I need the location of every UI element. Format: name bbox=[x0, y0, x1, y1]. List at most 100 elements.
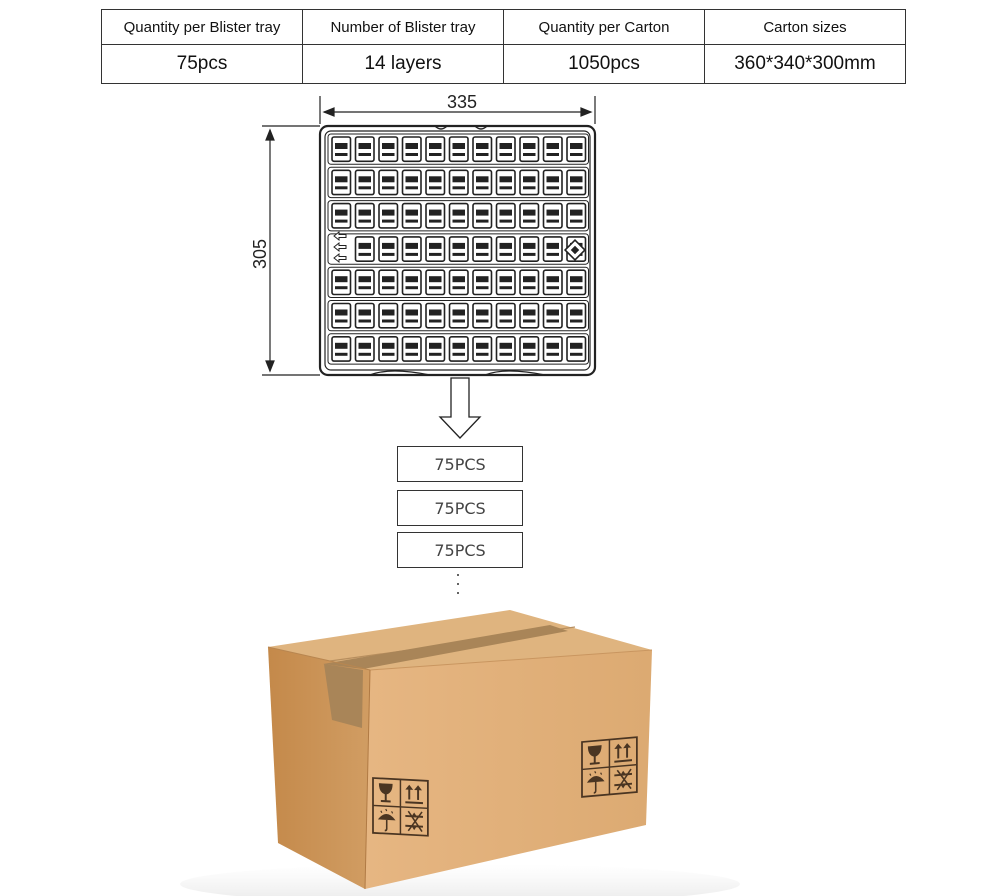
tray-cavity bbox=[448, 136, 469, 163]
tray-cavity bbox=[566, 202, 587, 229]
tray-cavity bbox=[495, 336, 516, 362]
tray-height-label: 305 bbox=[250, 239, 270, 269]
tray-cavity bbox=[354, 302, 375, 329]
tray-cavity bbox=[519, 336, 540, 362]
tray-cavity bbox=[425, 236, 446, 262]
packing-tape bbox=[323, 625, 568, 669]
value-quantity-per-tray: 75pcs bbox=[101, 44, 303, 84]
tray-cavity bbox=[495, 169, 516, 196]
tray-cavity bbox=[401, 136, 422, 163]
handling-symbols-front bbox=[372, 777, 429, 837]
tray-cavity bbox=[566, 302, 587, 329]
layer-label-box: 75PCS bbox=[397, 446, 523, 482]
keep-dry-umbrella-icon bbox=[377, 808, 396, 832]
tray-cavity bbox=[519, 302, 540, 329]
tray-cavity bbox=[519, 269, 540, 296]
tray-cavity bbox=[378, 302, 399, 329]
tray-cavity bbox=[331, 169, 352, 196]
tray-cavity bbox=[401, 302, 422, 329]
tray-cavity bbox=[495, 269, 516, 296]
packing-spec-table: Quantity per Blister tray Number of Blis… bbox=[101, 9, 906, 84]
tray-cavity bbox=[542, 136, 563, 163]
spec-table-value-row: 75pcs 14 layers 1050pcs 360*340*300mm bbox=[101, 44, 906, 84]
tray-cavity bbox=[448, 236, 469, 262]
tray-cavity bbox=[448, 336, 469, 362]
layer-label-box: 75PCS bbox=[397, 490, 523, 526]
tray-cavity bbox=[425, 302, 446, 329]
tray-cavity bbox=[425, 336, 446, 362]
value-number-of-trays: 14 layers bbox=[302, 44, 504, 84]
tray-cavity bbox=[519, 202, 540, 229]
tray-cavity bbox=[331, 302, 352, 329]
header-quantity-per-carton: Quantity per Carton bbox=[503, 9, 705, 45]
tray-cavity bbox=[354, 136, 375, 163]
tray-cavity bbox=[519, 169, 540, 196]
tray-cavity bbox=[401, 336, 422, 362]
tray-cavity bbox=[425, 269, 446, 296]
tray-cavity bbox=[425, 136, 446, 163]
this-way-up-icon bbox=[405, 784, 423, 805]
fragile-glass-icon bbox=[378, 783, 393, 803]
tray-cavity bbox=[378, 269, 399, 296]
tray-cavity bbox=[472, 269, 493, 296]
tray-cavity bbox=[425, 202, 446, 229]
fragile-glass-icon bbox=[587, 745, 602, 765]
tray-cavity bbox=[331, 136, 352, 163]
tray-cavity bbox=[378, 169, 399, 196]
tray-cavity bbox=[448, 169, 469, 196]
tray-cavity bbox=[331, 269, 352, 296]
carton-top-face bbox=[268, 610, 652, 670]
tray-cavity bbox=[495, 136, 516, 163]
tray-cavity bbox=[472, 136, 493, 163]
tray-cavity bbox=[495, 202, 516, 229]
tray-width-label: 335 bbox=[447, 92, 477, 112]
tray-cavity bbox=[331, 202, 352, 229]
left-arrow-icon bbox=[333, 230, 347, 242]
tray-cavity bbox=[448, 302, 469, 329]
keep-dry-umbrella-icon bbox=[586, 770, 605, 794]
carton-side-face bbox=[365, 650, 652, 889]
tray-cavity bbox=[542, 269, 563, 296]
tray-cavity bbox=[566, 336, 587, 362]
this-way-up-icon bbox=[614, 742, 632, 763]
tray-cavity bbox=[472, 336, 493, 362]
tray-cavity bbox=[542, 169, 563, 196]
left-arrow-icon bbox=[333, 241, 347, 253]
tray-cavity bbox=[542, 236, 563, 262]
tray-cavity bbox=[495, 302, 516, 329]
tray-cavity bbox=[519, 136, 540, 163]
tray-cavity bbox=[354, 336, 375, 362]
tray-outline bbox=[318, 124, 597, 377]
value-quantity-per-carton: 1050pcs bbox=[503, 44, 705, 84]
tray-cavity bbox=[542, 202, 563, 229]
tray-cavity bbox=[378, 236, 399, 262]
left-arrow-icon bbox=[333, 252, 347, 264]
continuation-dots bbox=[457, 574, 461, 601]
tray-cavity bbox=[472, 236, 493, 262]
tray-cavity bbox=[495, 236, 516, 262]
tray-cavity bbox=[448, 269, 469, 296]
down-arrow-icon bbox=[438, 377, 482, 439]
tray-cavity bbox=[354, 269, 375, 296]
tray-cavity bbox=[519, 236, 540, 262]
tray-cavity bbox=[354, 202, 375, 229]
tray-cavity bbox=[542, 336, 563, 362]
header-quantity-per-tray: Quantity per Blister tray bbox=[101, 9, 303, 45]
tray-cavity bbox=[425, 169, 446, 196]
tray-cavity bbox=[331, 336, 352, 362]
tray-cavity bbox=[354, 236, 375, 262]
header-number-of-trays: Number of Blister tray bbox=[302, 9, 504, 45]
tray-cavity bbox=[354, 169, 375, 196]
tray-cavity bbox=[401, 236, 422, 262]
header-carton-sizes: Carton sizes bbox=[704, 9, 906, 45]
tray-cavity bbox=[448, 202, 469, 229]
carton-box-illustration bbox=[180, 610, 740, 896]
do-not-stack-icon bbox=[405, 810, 423, 832]
tray-cavity bbox=[566, 269, 587, 296]
tray-cavity bbox=[401, 202, 422, 229]
tray-cavity bbox=[566, 136, 587, 163]
handling-symbols-side bbox=[581, 736, 638, 798]
tray-cavity bbox=[401, 169, 422, 196]
spec-table-header-row: Quantity per Blister tray Number of Blis… bbox=[101, 9, 906, 45]
tray-cavity bbox=[542, 302, 563, 329]
